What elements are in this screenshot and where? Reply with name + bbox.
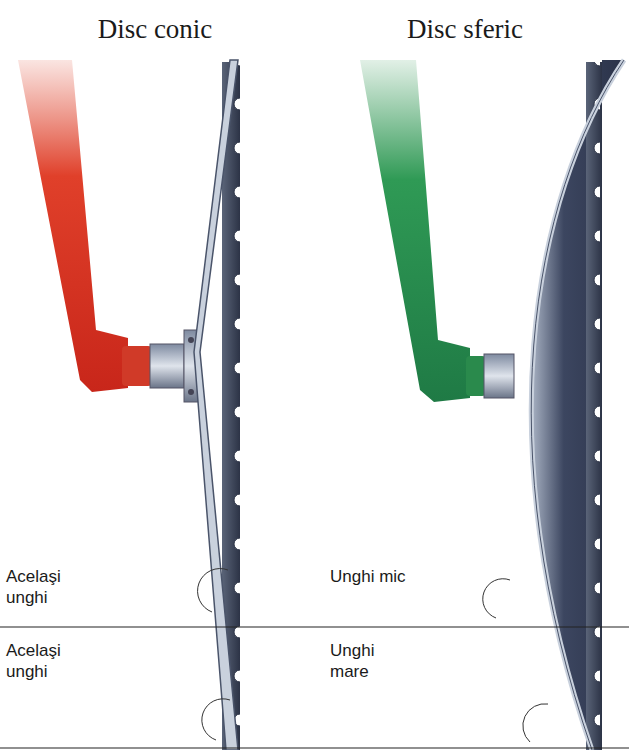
angle-label: Acelaşi unghi <box>4 566 94 609</box>
angle-label: Acelaşi unghi <box>4 640 94 683</box>
column-title: Disc conic <box>98 14 213 45</box>
column-title: Disc sferic <box>407 14 523 45</box>
angle-label: Unghi mic <box>328 566 418 587</box>
angle-label: Unghi mare <box>328 640 418 683</box>
